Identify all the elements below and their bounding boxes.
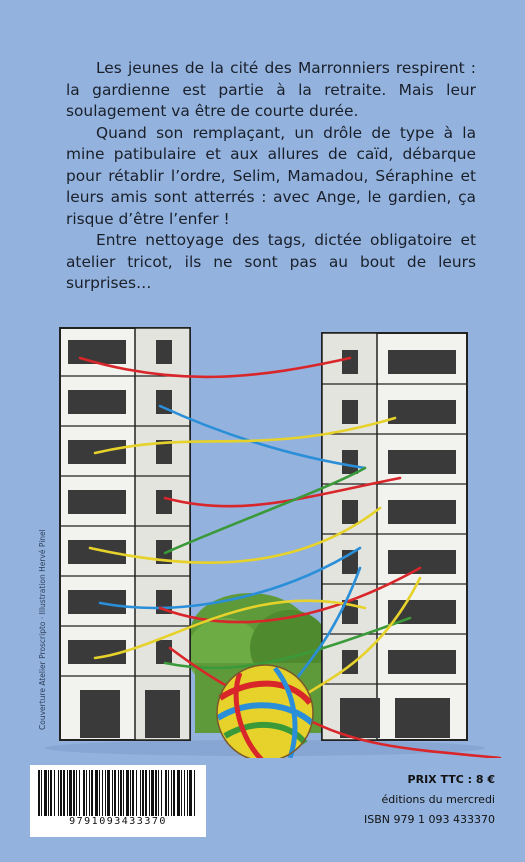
barcode-bar — [112, 770, 113, 816]
barcode-bar — [38, 770, 40, 816]
barcode-bar — [158, 770, 159, 816]
price-label: PRIX TTC : 8 € — [407, 773, 495, 786]
barcode-bar — [60, 770, 62, 816]
barcode-bar — [194, 770, 195, 816]
barcode-bar — [86, 770, 87, 816]
barcode-bar — [132, 770, 134, 816]
cover-credit: Couverture Atelier Proscripto · Illustra… — [38, 529, 47, 730]
blurb-paragraph-1: Les jeunes de la cité des Marronniers re… — [66, 59, 476, 120]
barcode-bar — [76, 770, 77, 816]
barcode-bar — [189, 770, 192, 816]
barcode-bar — [91, 770, 93, 816]
barcode-digits: 9791093433370 — [69, 816, 167, 827]
barcode-bar — [105, 770, 106, 816]
back-cover-blurb: Les jeunes de la cité des Marronniers re… — [66, 58, 476, 295]
barcode-bar — [184, 770, 185, 816]
barcode-bar — [48, 770, 49, 816]
barcode-bar — [41, 770, 42, 816]
barcode-bar — [151, 770, 154, 816]
barcode-bar — [89, 770, 90, 816]
barcode-bar — [161, 770, 162, 816]
publisher-name: éditions du mercredi — [381, 793, 495, 806]
barcode-bar — [149, 770, 150, 816]
barcode-bar — [95, 770, 98, 816]
barcode-bar — [126, 770, 129, 816]
barcode-bar — [54, 770, 55, 816]
barcode-bar — [171, 770, 172, 816]
barcode-bar — [73, 770, 75, 816]
barcode-bar — [58, 770, 59, 816]
isbn-text: ISBN 979 1 093 433370 — [364, 813, 495, 826]
barcode-bar — [99, 770, 100, 816]
barcode-bar — [107, 770, 110, 816]
barcode-bar — [114, 770, 116, 816]
blurb-paragraph-3: Entre nettoyage des tags, dictée obligat… — [66, 231, 476, 292]
left-building-illustration — [59, 327, 191, 741]
barcode-bar — [145, 770, 147, 816]
yarn-ball-illustration — [216, 664, 315, 758]
barcode-bar — [69, 770, 72, 816]
barcode-bar — [168, 770, 169, 816]
barcode-bar — [118, 770, 119, 816]
barcode-bar — [130, 770, 131, 816]
barcode-bar — [83, 770, 85, 816]
barcode-bar — [173, 770, 175, 816]
barcode-bar — [155, 770, 157, 816]
barcode-bar — [50, 770, 52, 816]
barcode-bars — [38, 770, 195, 816]
right-building-illustration — [321, 332, 468, 741]
barcode-bar — [63, 770, 65, 816]
barcode-bar — [120, 770, 122, 816]
barcode-bar — [136, 770, 137, 816]
barcode-bar — [165, 770, 167, 816]
barcode-bar — [102, 770, 103, 816]
barcode-bar — [187, 770, 188, 816]
barcode-bar — [177, 770, 180, 816]
back-info: PRIX TTC : 8 € éditions du mercredi ISBN… — [364, 770, 495, 830]
barcode-bar — [123, 770, 124, 816]
barcode-bar — [181, 770, 182, 816]
barcode-bar — [142, 770, 144, 816]
barcode-bar — [79, 770, 80, 816]
isbn-barcode: 9791093433370 — [30, 765, 206, 837]
barcode-bar — [140, 770, 141, 816]
cover-illustration — [45, 327, 502, 758]
blurb-paragraph-2: Quand son remplaçant, un drôle de type à… — [66, 123, 476, 228]
barcode-bar — [44, 770, 47, 816]
barcode-bar — [67, 770, 68, 816]
yarn-strands-illustration — [78, 356, 502, 758]
